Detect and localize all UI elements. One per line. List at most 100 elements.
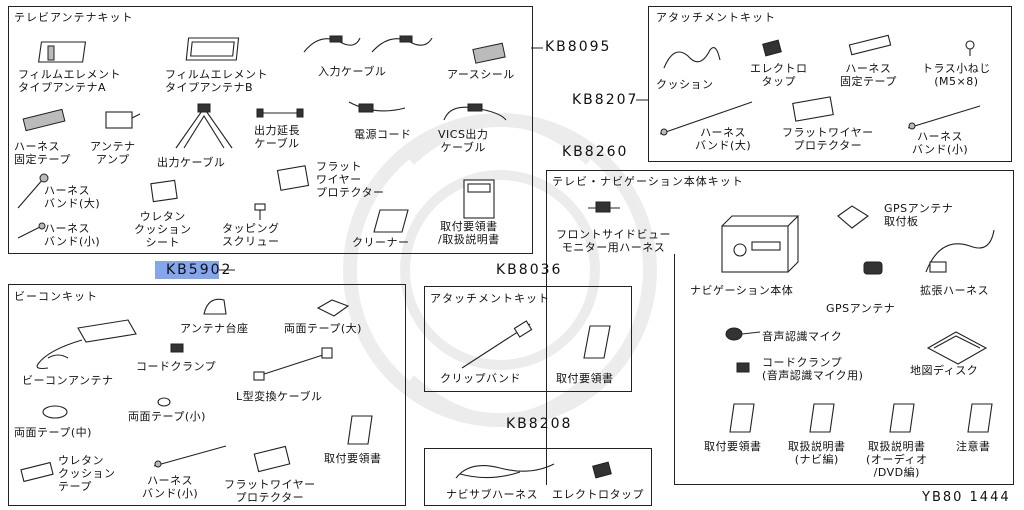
beacon-flat-protector-icon [253, 445, 291, 473]
map-disc-label: 地図ディスク [910, 364, 979, 377]
output-ext-cable-label: 出力延長 ケーブル [254, 124, 300, 150]
map-disc-icon [926, 331, 988, 365]
kb8036-code: KB8036 [496, 262, 563, 278]
beacon-band-small-icon [153, 445, 227, 468]
voice-mic-icon [725, 327, 761, 341]
navi-cord-clamp-label: コードクランプ (音声認識マイク用) [762, 356, 864, 382]
caution-sheet-label: 注意書 [956, 440, 991, 453]
tape-small-label: 両面テープ(小) [128, 410, 206, 423]
manual-label: 取付要領書 /取扱説明書 [438, 220, 500, 246]
ext-harness-label: 拡張ハーネス [920, 284, 989, 297]
kb5902-highlight [155, 261, 219, 279]
sub-electro-tap-icon [592, 461, 612, 479]
kb8260-code: KB8260 [562, 144, 629, 160]
output-cable-icon [175, 103, 233, 149]
gps-antenna-icon [863, 261, 883, 275]
manual-icon [463, 179, 495, 219]
band-large-label: ハーネス バンド(大) [44, 184, 101, 210]
cushion-icon [663, 47, 721, 69]
manual-navi-label: 取扱説明書 (ナビ編) [788, 440, 846, 466]
cushion-label: クッション [656, 78, 714, 91]
cleaner-icon [373, 209, 409, 233]
input-cable-icon [303, 35, 433, 53]
band-small-top-label: ハーネス バンド(小) [912, 130, 969, 156]
navi-unit-label: ナビゲーション本体 [690, 284, 794, 297]
attachment-kit-mid-title: アタッチメントキット [430, 292, 550, 305]
manual-navi-icon [809, 403, 835, 433]
navi-body-kit-title: テレビ・ナビゲーション本体キット [552, 175, 744, 188]
attachment-kit-top-box [648, 6, 1012, 162]
voice-mic-label: 音声認識マイク [762, 330, 843, 343]
beacon-install-manual-label: 取付要領書 [324, 452, 382, 465]
sub-electro-tap-label: エレクトロタップ [552, 488, 644, 501]
gps-antenna-label: GPSアンテナ [826, 302, 896, 315]
diagram-id: YB80 1444 [922, 490, 1011, 505]
navi-cord-clamp-icon [736, 362, 750, 373]
vics-cable-label: VICS出力 ケーブル [438, 128, 489, 154]
antenna-base-icon [203, 298, 227, 315]
film-antenna-a-icon [37, 41, 87, 63]
flat-protector-top-icon [792, 96, 834, 122]
clip-band-label: クリップバンド [440, 372, 522, 385]
kb5902-leader-line [219, 269, 235, 271]
antenna-amp-icon [105, 111, 141, 129]
kb8095-code: KB8095 [545, 39, 612, 55]
caution-sheet-icon [967, 403, 993, 433]
kb8208-code: KB8208 [506, 416, 573, 432]
electro-tap-icon [762, 39, 782, 57]
band-small-icon [17, 222, 46, 239]
watermark-emblem [343, 113, 657, 427]
antenna-amp-label: アンテナ アンプ [90, 140, 136, 166]
attachment-kit-mid-box [424, 286, 632, 392]
band-small-label: ハーネス バンド(小) [44, 222, 101, 248]
antenna-base-label: アンテナ台座 [180, 322, 249, 335]
truss-screw-label: トラス小ねじ (M5×8) [922, 62, 991, 88]
clip-band-icon [461, 320, 533, 369]
truss-screw-icon [965, 40, 975, 56]
harness-tape-top-icon [848, 34, 892, 56]
urethane-sheet-label: ウレタン クッション シート [134, 210, 192, 249]
earth-seal-label: アースシール [447, 68, 515, 81]
urethane-tape-icon [20, 461, 54, 483]
urethane-tape-label: ウレタン クッション テープ [58, 454, 116, 493]
cleaner-label: クリーナー [352, 236, 410, 249]
front-side-harness-label: フロントサイドビュー モニター用ハーネス [556, 228, 671, 254]
harness-tape-label: ハーネス 固定テープ [14, 140, 71, 166]
tape-medium-icon [42, 405, 68, 419]
navi-body-kit-box [546, 170, 1014, 485]
output-ext-cable-icon [256, 108, 304, 118]
gps-plate-icon [837, 205, 869, 229]
electro-tap-label: エレクトロ タップ [750, 62, 808, 88]
gps-plate-label: GPSアンテナ 取付板 [884, 202, 954, 228]
input-cable-label: 入力ケーブル [318, 65, 387, 78]
beacon-band-small-label: ハーネス バンド(小) [142, 474, 199, 500]
tv-antenna-kit-box [8, 6, 533, 254]
tv-antenna-kit-title: テレビアンテナキット [14, 11, 134, 24]
kb5902-code: KB5902 [166, 262, 233, 278]
harness-tape-icon [22, 108, 66, 132]
manual-av-icon [889, 403, 915, 433]
power-cord-icon [348, 101, 406, 113]
navi-install-manual-label: 取付要領書 [704, 440, 762, 453]
navi-unit-icon [721, 215, 800, 273]
tape-medium-label: 両面テープ(中) [14, 426, 92, 439]
flat-protector-top-label: フラットワイヤー プロテクター [782, 126, 874, 152]
l-cable-icon [253, 347, 333, 381]
beacon-install-manual-icon [347, 415, 373, 445]
band-large-top-label: ハーネス バンド(大) [695, 126, 752, 152]
mid-install-manual-label: 取付要領書 [556, 372, 614, 385]
flat-protector-icon [276, 165, 310, 191]
front-side-harness-icon [588, 201, 620, 213]
kb8207-leader-line [636, 99, 648, 101]
attachment-kit-top-title: アタッチメントキット [656, 11, 776, 24]
kb8207-code: KB8207 [572, 92, 639, 108]
sub-harness-kit-box [424, 448, 652, 506]
power-cord-label: 電源コード [354, 128, 412, 141]
harness-tape-top-label: ハーネス 固定テープ [840, 62, 897, 88]
film-antenna-b-label: フィルムエレメント タイプアンテナB [165, 68, 269, 94]
film-antenna-b-icon [185, 37, 240, 61]
l-cable-label: L型変換ケーブル [236, 390, 323, 403]
output-cable-label: 出力ケーブル [157, 156, 226, 169]
tape-large-icon [316, 299, 350, 317]
beacon-cord-clamp-icon [170, 343, 184, 353]
